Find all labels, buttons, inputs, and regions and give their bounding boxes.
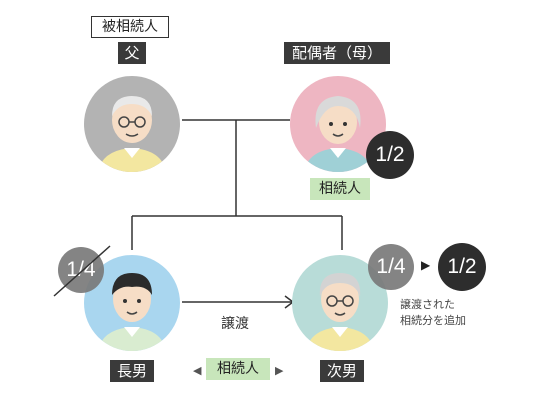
second-son-label: 次男 — [320, 360, 364, 382]
deceased-label: 被相続人 — [91, 16, 169, 38]
spouse-label: 配偶者（母） — [284, 42, 390, 64]
second-son-new-share-badge: 1/2 — [438, 243, 486, 291]
left-triangle-icon: ◀ — [193, 364, 202, 377]
strike-through-mark — [53, 245, 111, 297]
transfer-label: 譲渡 — [221, 316, 249, 332]
added-share-note-line2: 相続分を追加 — [400, 314, 466, 327]
second-son-original-share-badge: 1/4 — [368, 244, 414, 290]
second-son-avatar — [292, 255, 388, 351]
added-share-note-line1: 譲渡された — [400, 298, 455, 311]
eldest-son-label: 長男 — [110, 360, 154, 382]
share-increase-arrow-icon: ▶ — [421, 258, 431, 272]
mother-share-badge: 1/2 — [366, 131, 414, 179]
added-share-note: 譲渡された 相続分を追加 — [400, 297, 466, 329]
eldest-son-avatar — [84, 255, 180, 351]
mother-heir-label: 相続人 — [310, 178, 370, 200]
father-label: 父 — [118, 42, 146, 64]
father-avatar — [84, 76, 180, 172]
heirs-label: 相続人 — [206, 358, 270, 380]
right-triangle-icon: ▶ — [275, 364, 284, 377]
